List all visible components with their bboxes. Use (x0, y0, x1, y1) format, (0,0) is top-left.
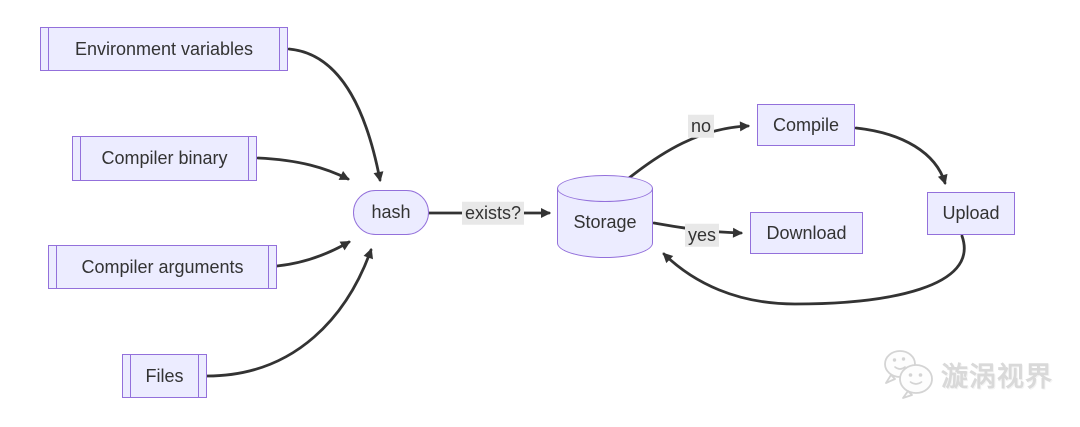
edge-storage-to-compile (627, 121, 750, 180)
edge-label-yes: yes (684, 223, 720, 247)
edge-binary-to-hash (256, 156, 350, 181)
edge-label-exists: exists? (461, 201, 525, 225)
edge-upload-to-storage (662, 234, 966, 306)
wechat-bubbles-icon (884, 350, 933, 399)
node-label: hash (371, 202, 411, 222)
node-label: Download (766, 222, 847, 243)
edge-compile-to-upload (854, 126, 948, 185)
edge-arguments-to-hash (275, 240, 351, 268)
node-label: Storage (573, 212, 637, 232)
node-label: Compiler arguments (81, 256, 244, 277)
node-compiler-binary: Compiler binary (72, 136, 257, 181)
watermark: 漩涡视界 (882, 348, 1053, 400)
node-label: Compiler binary (101, 148, 228, 168)
node-label: Upload (942, 203, 1000, 223)
node-storage: Storage (557, 175, 653, 258)
node-compile: Compile (757, 104, 855, 146)
node-hash: hash (353, 190, 429, 235)
node-label: Environment variables (74, 38, 254, 59)
node-upload: Upload (927, 192, 1015, 235)
node-files: Files (122, 354, 207, 398)
node-label: Compile (772, 114, 840, 135)
edge-files-to-hash (205, 248, 373, 378)
edge-env-to-hash (287, 47, 384, 182)
node-label: Files (145, 365, 184, 386)
node-download: Download (750, 212, 863, 254)
watermark-text: 漩涡视界 (941, 361, 1053, 393)
edge-label-no: no (687, 114, 715, 138)
node-compiler-arguments: Compiler arguments (48, 245, 277, 289)
node-environment-variables: Environment variables (40, 27, 288, 71)
cylinder-top-shape (557, 175, 653, 202)
